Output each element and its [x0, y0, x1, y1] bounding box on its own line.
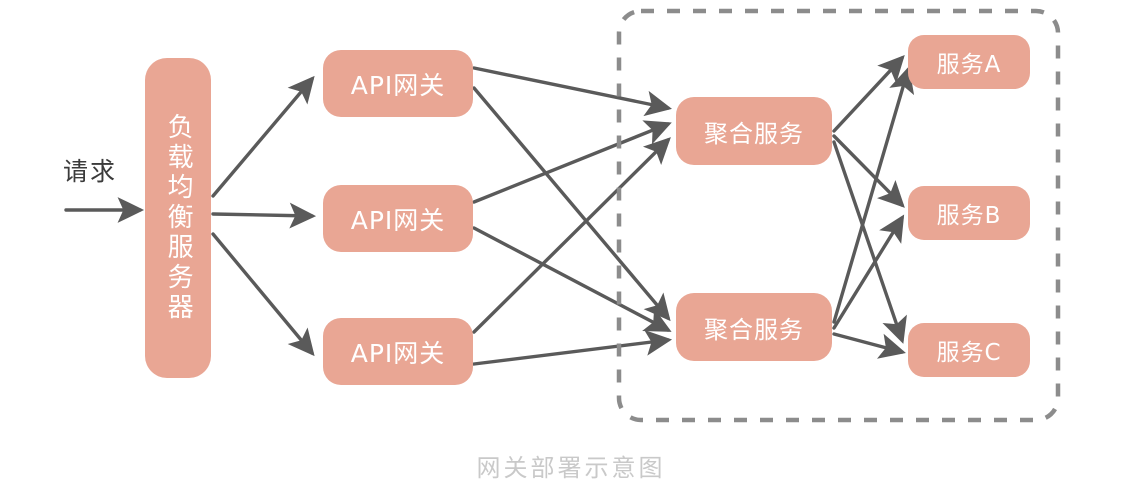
edge-gateway-3-to-aggregator-2	[472, 329, 673, 366]
edge-aggregator-2-to-service-c	[832, 332, 906, 359]
backend-group-dashed-border	[616, 8, 1061, 423]
edge-lb-to-gateway-1	[211, 75, 315, 198]
edge-aggregator-2-to-service-b	[832, 214, 905, 330]
node-aggregation-service-2[interactable]: 聚合服务	[676, 293, 832, 361]
node-service-b[interactable]: 服务B	[908, 186, 1030, 240]
node-api-gateway-3[interactable]: API网关	[323, 318, 473, 385]
node-load-balancer[interactable]: 负载均衡服务器	[145, 58, 211, 378]
edge-gateway-3-to-aggregator-1	[472, 137, 671, 334]
edge-lb-to-gateway-2	[211, 202, 317, 229]
edge-gateway-2-to-aggregator-1	[472, 120, 672, 204]
edge-aggregator-1-to-service-c	[832, 140, 907, 344]
node-service-c[interactable]: 服务C	[908, 323, 1030, 377]
node-aggregation-service-1[interactable]: 聚合服务	[676, 97, 832, 165]
edge-lb-to-gateway-3	[211, 232, 315, 357]
node-api-gateway-1[interactable]: API网关	[323, 50, 473, 117]
edge-gateway-1-to-aggregator-2	[472, 86, 671, 322]
edge-aggregator-1-to-service-b	[832, 134, 905, 208]
diagram-caption: 网关部署示意图	[476, 454, 666, 482]
edge-gateway-1-to-aggregator-1	[472, 66, 672, 117]
edge-gateway-2-to-aggregator-2	[472, 226, 672, 332]
request-entry-label: 请求	[63, 157, 118, 186]
node-service-a[interactable]: 服务A	[908, 35, 1030, 89]
node-api-gateway-2[interactable]: API网关	[323, 185, 473, 252]
edge-aggregator-2-to-service-a	[832, 66, 915, 324]
